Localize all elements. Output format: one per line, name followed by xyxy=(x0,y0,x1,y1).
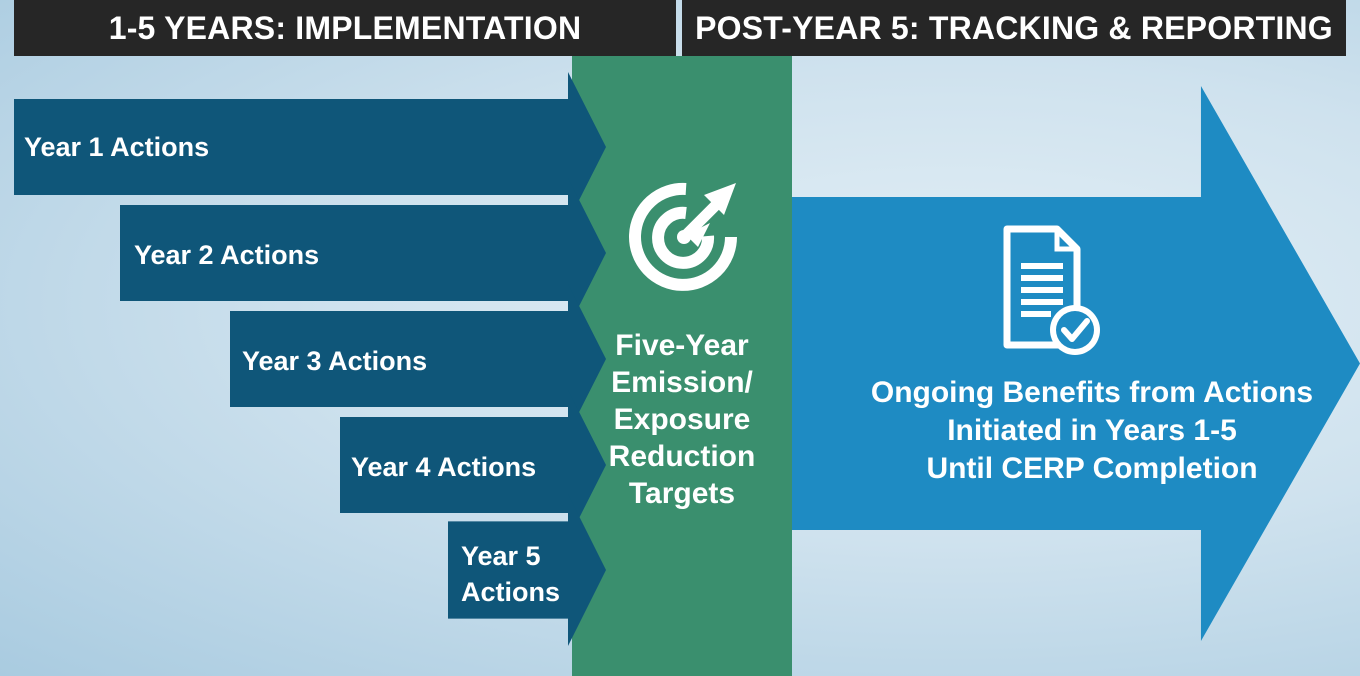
year-5-label-line-1: Year 5 xyxy=(461,541,541,571)
year-4-label: Year 4 Actions xyxy=(351,452,537,482)
header-implementation: 1-5 YEARS: IMPLEMENTATION xyxy=(14,0,676,56)
benefits-line-2: Initiated in Years 1-5 xyxy=(947,414,1237,447)
document-check-icon xyxy=(1003,225,1100,355)
targets-line-2: Emission/ xyxy=(611,366,753,399)
targets-line-5: Targets xyxy=(628,477,736,510)
targets-text: Five-Year Emission/ Exposure Reduction T… xyxy=(572,327,792,512)
target-arrow-icon xyxy=(629,182,737,291)
targets-band xyxy=(572,56,792,676)
benefits-text: Ongoing Benefits from Actions Initiated … xyxy=(792,374,1360,488)
benefits-line-1: Ongoing Benefits from Actions xyxy=(870,376,1314,409)
year-2-label: Year 2 Actions xyxy=(134,240,320,270)
year-5-label: Year 5 Actions xyxy=(461,538,560,610)
year-3-label: Year 3 Actions xyxy=(242,346,428,376)
targets-line-1: Five-Year xyxy=(615,329,749,362)
header-tracking-reporting: POST-YEAR 5: TRACKING & REPORTING xyxy=(682,0,1346,56)
targets-line-4: Reduction xyxy=(608,440,756,473)
ongoing-benefits-arrow xyxy=(792,86,1360,641)
targets-line-3: Exposure xyxy=(613,403,751,436)
year-1-label: Year 1 Actions xyxy=(24,132,210,162)
year-5-label-line-2: Actions xyxy=(461,577,561,607)
benefits-line-3: Until CERP Completion xyxy=(926,452,1258,485)
